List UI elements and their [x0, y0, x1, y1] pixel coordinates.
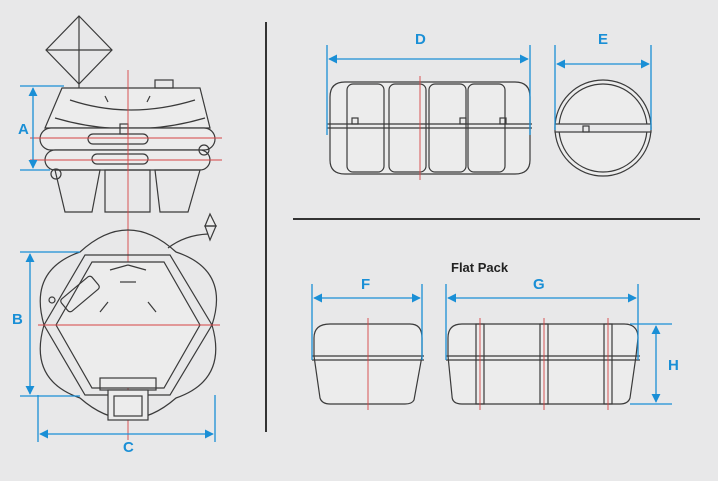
dimension-label-d: D: [415, 31, 426, 48]
dimension-label-f: F: [361, 276, 371, 293]
dimension-lines-bottom-right: [311, 284, 672, 405]
liferaft-side-view: [39, 15, 216, 213]
dimension-label-a: A: [18, 121, 29, 138]
dimension-label-c: C: [123, 439, 134, 456]
dimension-label-e: E: [598, 31, 609, 48]
dimension-lines-left: [20, 85, 216, 442]
flat-pack-g-view: [446, 323, 640, 405]
container-d-view: [327, 81, 532, 175]
dimension-lines-top-right: [326, 45, 652, 135]
container-e-view: [554, 79, 652, 177]
dimension-label-b: B: [12, 311, 23, 328]
dimension-label-h: H: [668, 357, 679, 374]
dimension-label-g: G: [533, 276, 545, 293]
flat-pack-title: Flat Pack: [451, 260, 509, 275]
